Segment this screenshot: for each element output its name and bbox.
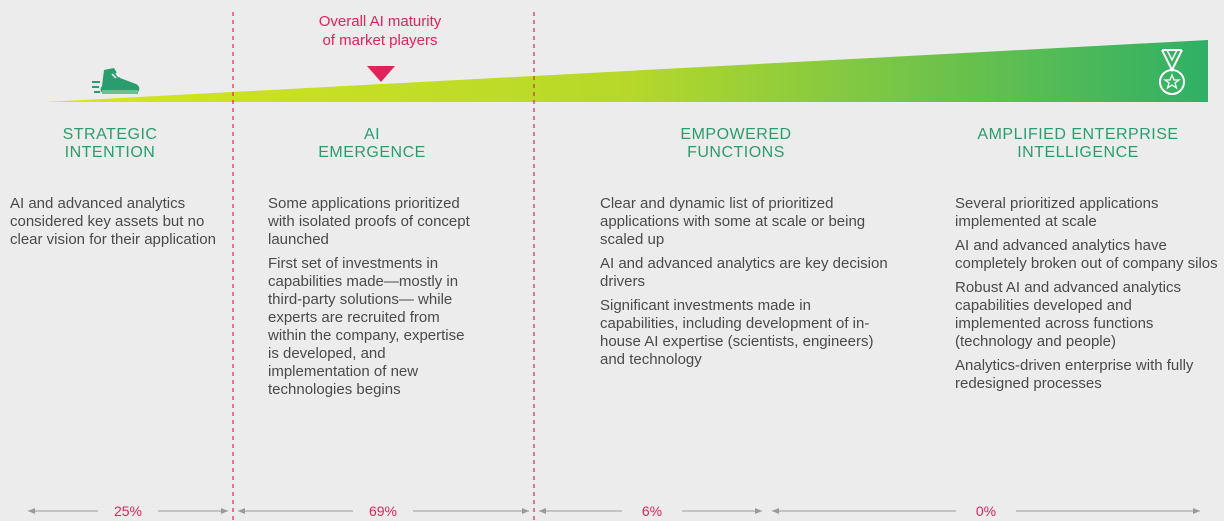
share-empowered-functions: 6% (622, 503, 682, 519)
stage-title-line1: AMPLIFIED ENTERPRISE (977, 126, 1179, 143)
stage-paragraph: Analytics-driven enterprise with fully r… (955, 357, 1194, 392)
sneaker-icon (92, 68, 140, 94)
stage-title-line2: EMERGENCE (318, 144, 426, 161)
stage-paragraph: AI and advanced analytics have completel… (955, 237, 1218, 272)
stage-title-ai-emergence: AI EMERGENCE (272, 126, 472, 162)
marker-label-line1: Overall AI maturity (318, 13, 442, 30)
maturity-ramp (45, 40, 1208, 102)
stage-title-line1: STRATEGIC (62, 126, 158, 143)
stage-description-empowered-functions: Clear and dynamic list of prioritized ap… (600, 195, 892, 375)
stage-description-strategic-intention: AI and advanced analytics considered key… (10, 195, 225, 255)
stage-paragraph: Clear and dynamic list of prioritized ap… (600, 195, 866, 248)
stage-paragraph: Some applications prioritized with isola… (268, 195, 470, 248)
stage-title-line1: AI (363, 126, 381, 143)
stage-title-empowered-functions: EMPOWERED FUNCTIONS (636, 126, 836, 162)
stage-paragraph: AI and advanced analytics are key decisi… (600, 255, 888, 290)
stage-paragraph: Robust AI and advanced analytics capabil… (955, 279, 1181, 350)
stage-description-amplified-enterprise-intelligence: Several prioritized applications impleme… (955, 195, 1219, 399)
stage-paragraph: Significant investments made in capabili… (600, 297, 874, 368)
stage-title-line1: EMPOWERED (680, 126, 792, 143)
stage-paragraph: First set of investments in capabilities… (268, 255, 465, 398)
share-amplified-enterprise-intelligence: 0% (956, 503, 1016, 519)
stage-title-line2: INTELLIGENCE (1017, 144, 1139, 161)
stage-title-strategic-intention: STRATEGIC INTENTION (10, 126, 210, 162)
stage-title-line2: FUNCTIONS (687, 144, 785, 161)
maturity-marker-label: Overall AI maturity of market players (290, 12, 470, 50)
maturity-marker-icon (367, 66, 395, 82)
stage-paragraph: AI and advanced analytics considered key… (10, 195, 216, 248)
marker-label-line2: of market players (322, 32, 438, 49)
share-ai-emergence: 69% (353, 503, 413, 519)
share-strategic-intention: 25% (98, 503, 158, 519)
stage-paragraph: Several prioritized applications impleme… (955, 195, 1159, 230)
stage-title-amplified-enterprise-intelligence: AMPLIFIED ENTERPRISE INTELLIGENCE (948, 126, 1208, 162)
stage-title-line2: INTENTION (64, 144, 156, 161)
medal-icon (1159, 49, 1185, 95)
stage-description-ai-emergence: Some applications prioritized with isola… (268, 195, 478, 405)
